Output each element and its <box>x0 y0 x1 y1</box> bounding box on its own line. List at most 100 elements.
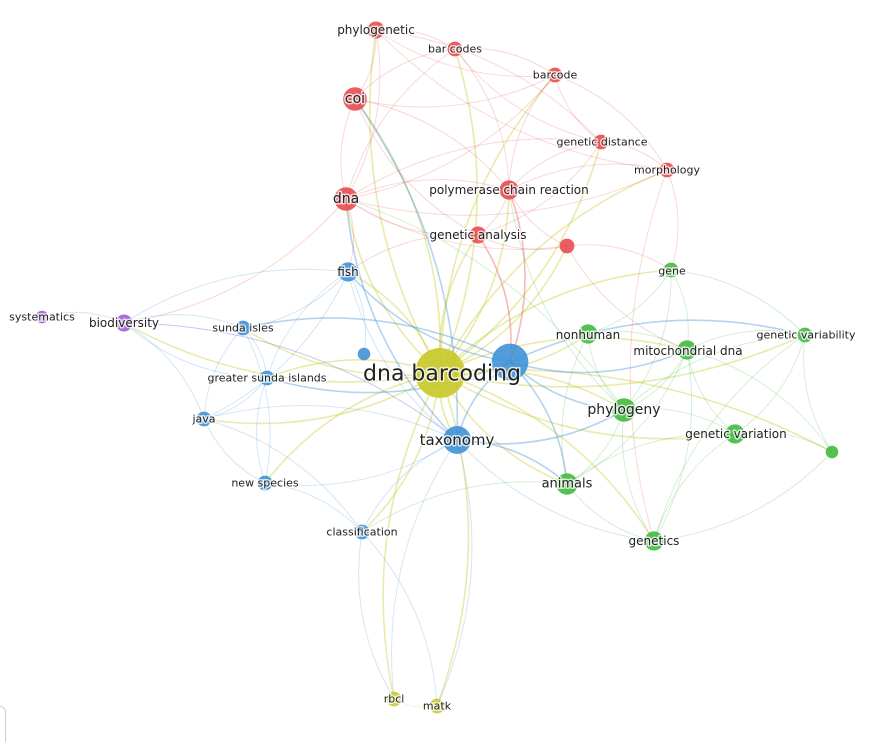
edge-taxonomy-phylogeny <box>456 409 625 445</box>
edge-mitochondrial-dna-green-unlabeled <box>686 349 833 453</box>
node-systematics[interactable] <box>35 310 49 324</box>
edge-taxonomy-biodiversity <box>123 322 458 441</box>
edge-dna-bar-codes <box>345 48 456 200</box>
edge-dna-barcoding-rbcl <box>382 372 441 700</box>
node-genetic-variability[interactable] <box>797 327 813 343</box>
node-nonhuman[interactable] <box>578 324 598 344</box>
node-polymerase-chain-reaction[interactable] <box>499 180 519 200</box>
node-taxonomy[interactable] <box>443 426 471 454</box>
edge-dna-barcoding-genetic-variability <box>439 334 806 388</box>
node-layer <box>35 21 839 714</box>
edge-dna-genetic-analysis <box>345 198 479 237</box>
label-animals: animals <box>542 477 593 492</box>
edge-classification-rbcl <box>358 531 395 700</box>
node-rbcl[interactable] <box>386 691 402 707</box>
edge-java-new-species <box>203 418 266 484</box>
node-classification[interactable] <box>354 524 370 540</box>
edge-dna-barcoding-morphology <box>439 169 668 374</box>
node-dna-barcoding[interactable] <box>415 348 465 398</box>
node-green-unlabeled[interactable] <box>825 445 839 459</box>
edge-animals-nonhuman <box>561 333 589 485</box>
node-morphology[interactable] <box>659 162 675 178</box>
label-genetic-variation: genetic variation <box>685 427 787 441</box>
edge-genetic-variation-mitochondrial-dna <box>686 349 736 435</box>
label-biodiversity: biodiversity <box>89 316 159 330</box>
edge-greater-sunda-islands-biodiversity <box>123 322 268 379</box>
node-fish[interactable] <box>338 262 358 282</box>
edge-dna-barcoding-matk <box>436 372 470 707</box>
label-systematics: systematics <box>9 311 75 324</box>
node-bar-codes[interactable] <box>447 41 463 57</box>
node-gene[interactable] <box>663 262 679 278</box>
node-genetic-variation[interactable] <box>725 424 745 444</box>
node-sunda-isles[interactable] <box>235 320 251 336</box>
edge-genetic-analysis-red-unlabeled <box>477 234 568 250</box>
edge-dna-genetic-distance <box>345 138 602 200</box>
label-gene: gene <box>658 265 686 278</box>
edge-dna-barcoding-coi <box>354 98 442 374</box>
label-coi: coi <box>345 91 365 107</box>
node-genetic-distance[interactable] <box>593 134 609 150</box>
label-matk: matk <box>423 700 452 713</box>
edge-dna-red-unlabeled <box>345 198 568 250</box>
edge-coi-polymerase-chain-reaction <box>354 98 510 191</box>
edge-dna-biodiversity <box>123 198 347 324</box>
edge-dna-barcoding-new-species <box>264 372 441 484</box>
node-blue-large-unlabeled[interactable] <box>491 343 529 381</box>
node-barcode[interactable] <box>547 67 563 83</box>
node-red-unlabeled[interactable] <box>559 238 575 254</box>
edge-phylogeny-genetic-variation <box>623 407 736 435</box>
label-phylogeny: phylogeny <box>587 402 660 418</box>
edge-bar-codes-genetic-distance <box>454 48 602 143</box>
node-dna[interactable] <box>334 187 358 211</box>
edge-blue-large-unlabeled-genetic-variability <box>509 319 806 363</box>
edge-dna-barcoding-mitochondrial-dna <box>439 337 688 374</box>
node-new-species[interactable] <box>257 475 273 491</box>
edge-new-species-classification <box>264 482 363 533</box>
node-biodiversity[interactable] <box>115 314 133 332</box>
edge-blue-large-unlabeled-mitochondrial-dna <box>509 349 688 374</box>
edge-biodiversity-systematics <box>41 311 125 324</box>
node-phylogeny[interactable] <box>612 398 636 422</box>
edge-classification-matk <box>361 531 438 707</box>
label-greater-sunda-islands: greater sunda islands <box>207 372 326 385</box>
node-animals[interactable] <box>556 473 578 495</box>
label-layer: dna barcodingtaxonomyphylogenyanimalsgen… <box>8 22 858 715</box>
edge-phylogeny-gene <box>623 269 672 411</box>
node-blue-small-unlabeled[interactable] <box>357 347 371 361</box>
node-genetics[interactable] <box>644 531 664 551</box>
edge-genetic-variation-genetic-variability <box>734 334 806 435</box>
edge-genetics-genetic-variation <box>653 433 736 542</box>
edge-coi-genetic-analysis <box>354 98 479 236</box>
edge-java-biodiversity <box>123 322 205 420</box>
edge-phylogeny-dna <box>345 198 625 411</box>
label-classification: classification <box>326 526 397 539</box>
edge-bar-codes-polymerase-chain-reaction <box>454 48 510 191</box>
node-mitochondrial-dna[interactable] <box>677 340 697 360</box>
edge-genetic-analysis-blue-large-unlabeled <box>477 234 512 363</box>
edge-dna-barcoding-java <box>203 372 441 425</box>
label-phylogenetic: phylogenetic <box>337 23 415 37</box>
edge-bar-codes-barcode <box>454 47 556 76</box>
edge-dna-barcode <box>345 74 556 200</box>
node-greater-sunda-islands[interactable] <box>259 370 275 386</box>
edge-dna-barcoding-phylogenetic <box>369 29 441 374</box>
label-fish: fish <box>337 265 358 279</box>
node-phylogenetic[interactable] <box>367 21 385 39</box>
edge-animals-classification <box>361 481 568 533</box>
edge-polymerase-chain-reaction-blue-large-unlabeled <box>508 189 526 363</box>
label-bar-codes: bar codes <box>428 43 482 56</box>
edge-genetic-distance-polymerase-chain-reaction <box>508 141 602 191</box>
edge-dna-barcoding-dna <box>345 198 441 374</box>
node-coi[interactable] <box>343 87 367 111</box>
label-barcode: barcode <box>533 69 578 82</box>
edge-morphology-genetics <box>629 169 668 542</box>
label-genetics: genetics <box>629 534 680 548</box>
edge-coi-barcode <box>354 74 556 108</box>
node-genetic-analysis[interactable] <box>469 226 487 244</box>
edge-taxonomy-new-species <box>264 439 458 486</box>
node-java[interactable] <box>196 411 212 427</box>
node-matk[interactable] <box>429 698 445 714</box>
edge-taxonomy-dna <box>345 198 458 441</box>
edge-phylogeny-polymerase-chain-reaction <box>508 189 625 411</box>
